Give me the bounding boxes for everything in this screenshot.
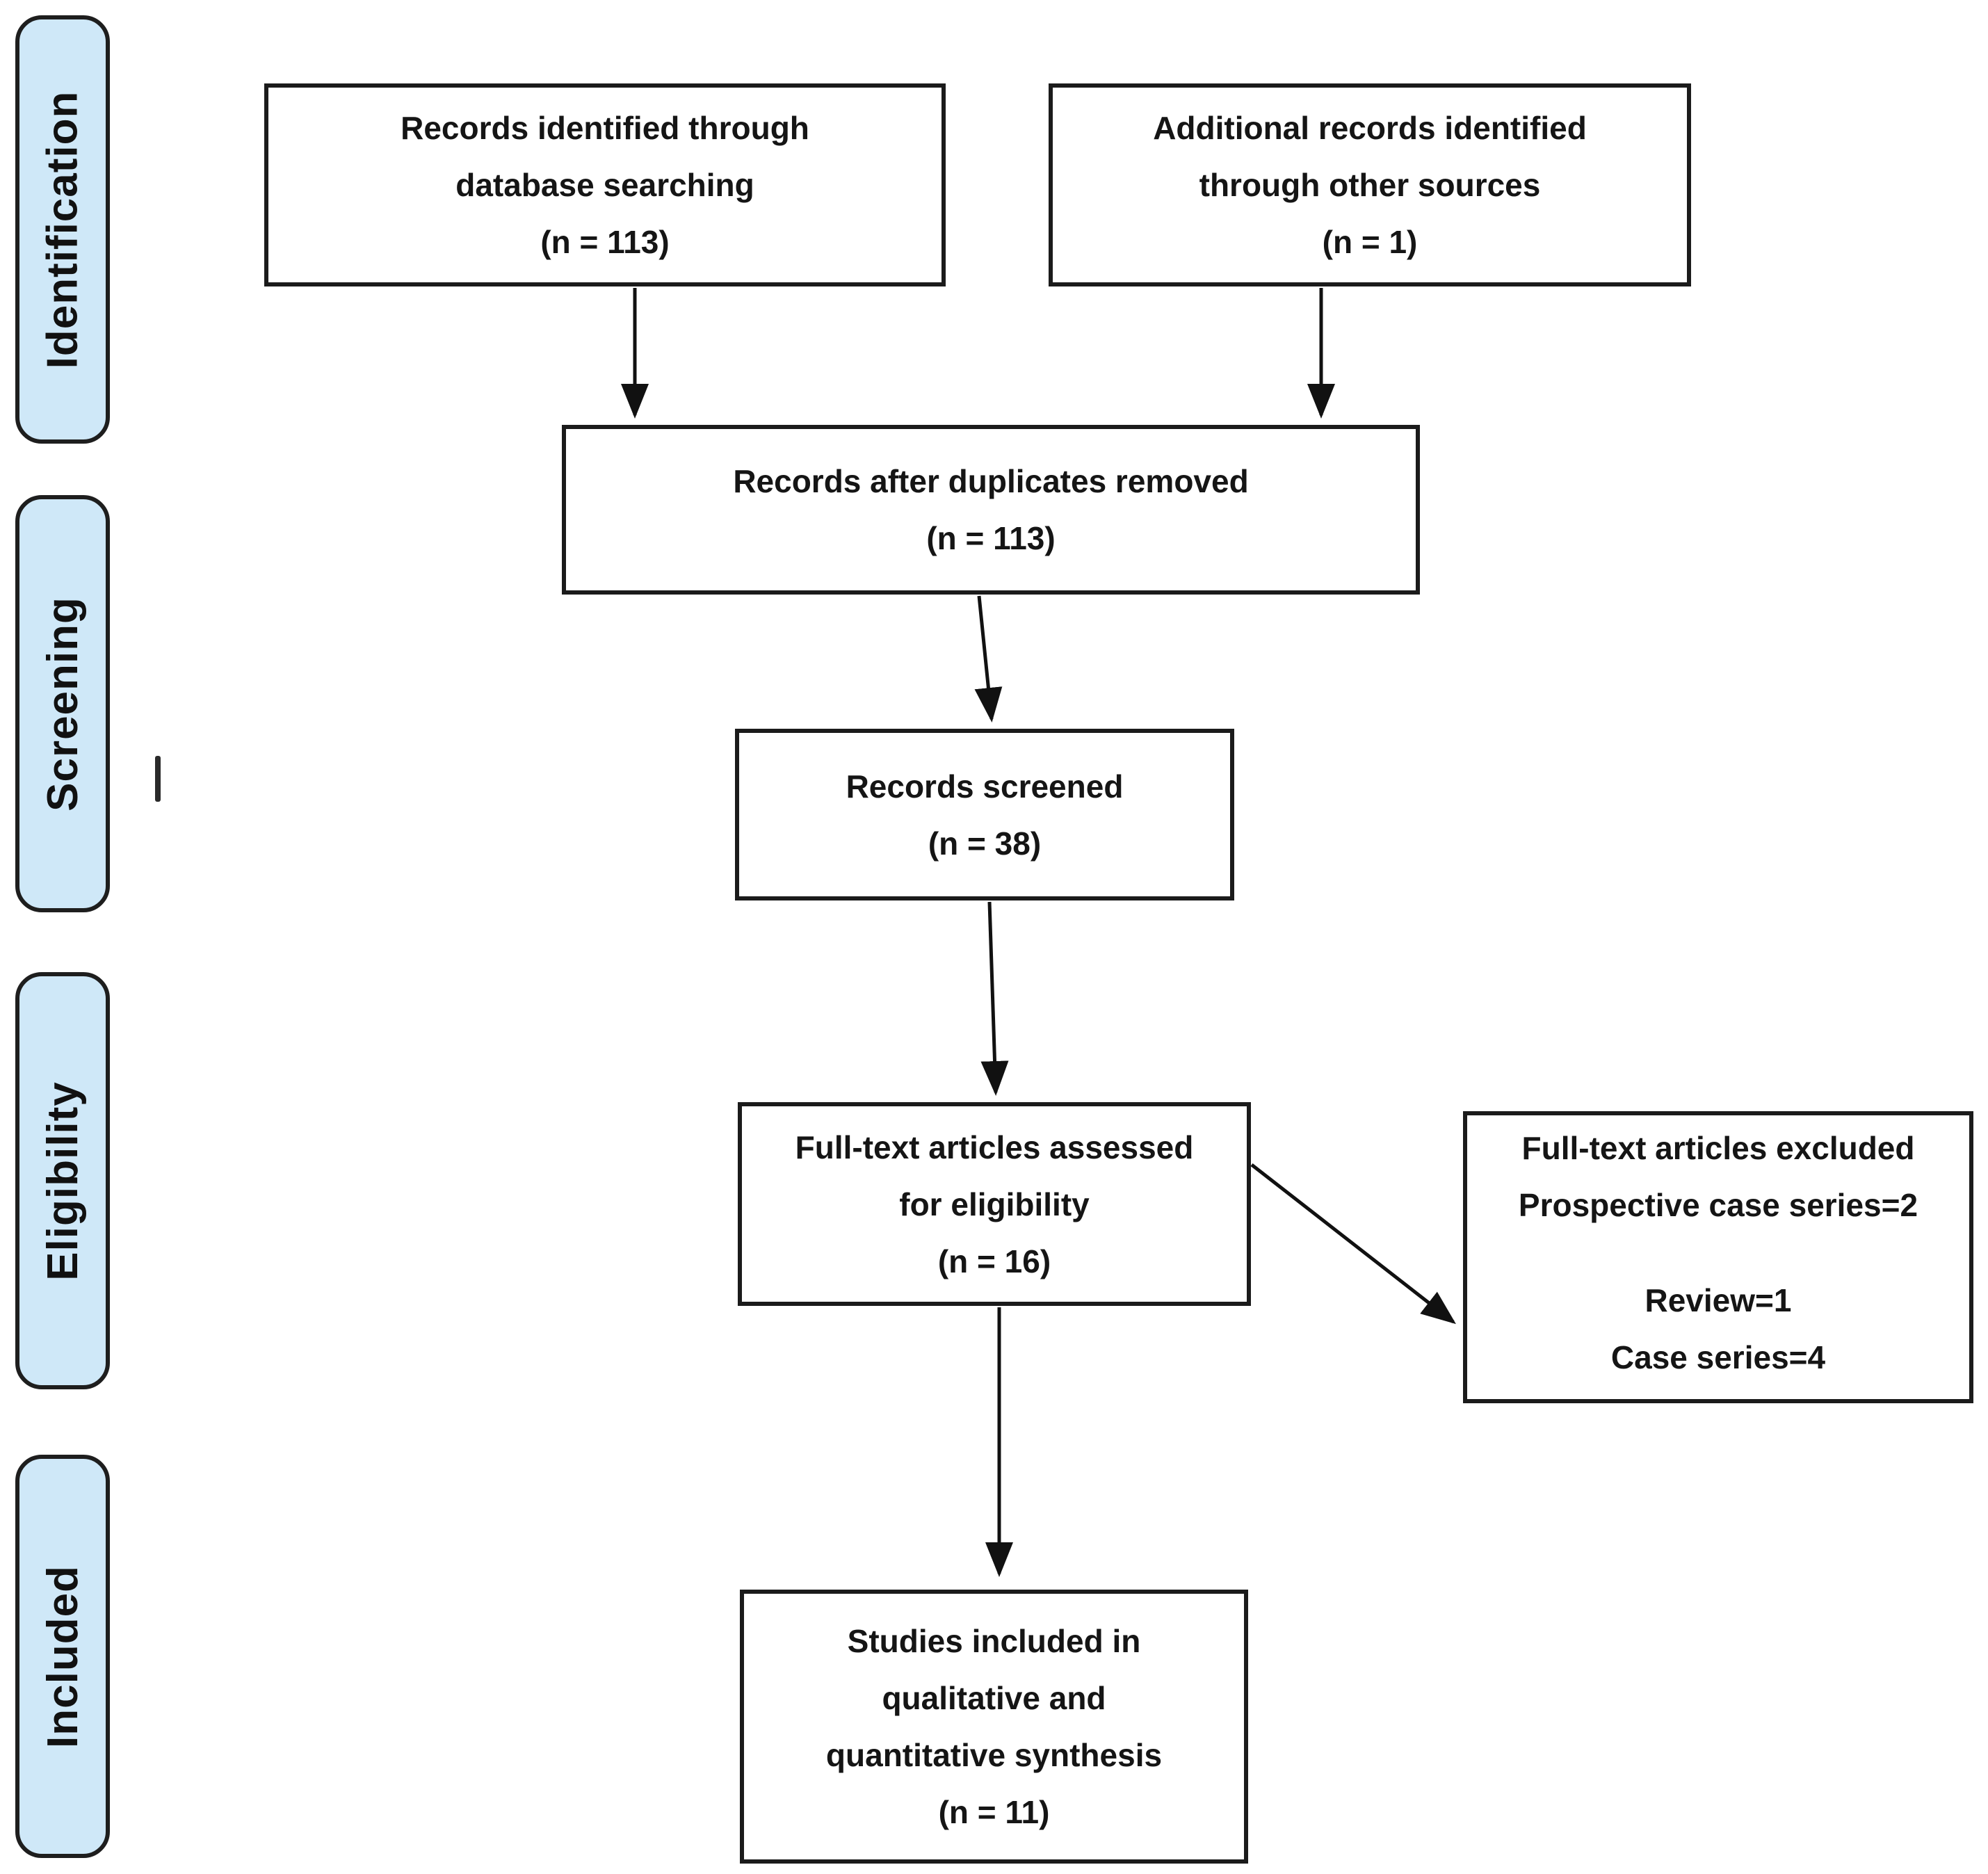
- stage-label-screening-text: Screening: [38, 596, 87, 811]
- flow-box-line: Additional records identified: [1153, 110, 1587, 146]
- flow-box-studies-included: Studies included in qualitative and quan…: [740, 1590, 1248, 1864]
- stage-label-eligibility-text: Eligibility: [38, 1081, 87, 1281]
- flow-box-line: for eligibility: [899, 1186, 1090, 1222]
- flow-box-line: Review=1: [1644, 1282, 1792, 1318]
- stray-tick-mark: [155, 756, 161, 802]
- stage-label-included-text: Included: [38, 1565, 87, 1748]
- flow-box-fulltext-assessed: Full-text articles assessed for eligibil…: [738, 1102, 1251, 1306]
- flow-box-line: (n = 113): [926, 520, 1056, 556]
- stage-label-included: Included: [15, 1455, 110, 1858]
- flow-box-line: Case series=4: [1610, 1339, 1826, 1375]
- arrow-screened-to-fulltext: [980, 901, 1009, 1096]
- flow-box-line: Records after duplicates removed: [733, 463, 1249, 499]
- flow-box-line: (n = 1): [1322, 224, 1418, 260]
- flow-box-line: qualitative and: [882, 1680, 1106, 1716]
- flow-box-line: (n = 38): [928, 825, 1042, 862]
- flow-box-line: Records identified through: [401, 110, 809, 146]
- flow-box-line: (n = 16): [937, 1243, 1051, 1279]
- flow-box-line: Records screened: [846, 768, 1124, 805]
- flow-box-line: (n = 113): [540, 224, 670, 260]
- flow-box-line: Studies included in: [847, 1623, 1141, 1659]
- flow-box-fulltext-excluded: Full-text articles excluded Prospective …: [1463, 1111, 1973, 1403]
- stage-label-identification-text: Identification: [38, 90, 87, 369]
- flow-box-records-screened: Records screened (n = 38): [735, 729, 1234, 900]
- flow-box-line: Prospective case series=2: [1518, 1187, 1918, 1223]
- flow-box-additional-records: Additional records identified through ot…: [1049, 83, 1691, 286]
- flow-box-records-identified: Records identified through database sear…: [264, 83, 946, 286]
- stage-label-screening: Screening: [15, 495, 110, 912]
- arrow-fulltext-to-excluded: [1250, 1163, 1456, 1325]
- flow-box-line: quantitative synthesis: [825, 1737, 1163, 1773]
- flow-box-line: Full-text articles excluded: [1521, 1130, 1915, 1166]
- flow-box-duplicates-removed: Records after duplicates removed (n = 11…: [562, 425, 1420, 595]
- flow-box-line: through other sources: [1199, 167, 1541, 203]
- arrow-dedup-to-screened: [974, 595, 1003, 722]
- stage-label-identification: Identification: [15, 15, 110, 444]
- stage-label-eligibility: Eligibility: [15, 972, 110, 1389]
- flow-box-line: database searching: [455, 167, 754, 203]
- flow-box-line: (n = 11): [938, 1794, 1050, 1830]
- flow-box-line: Full-text articles assessed: [795, 1129, 1194, 1165]
